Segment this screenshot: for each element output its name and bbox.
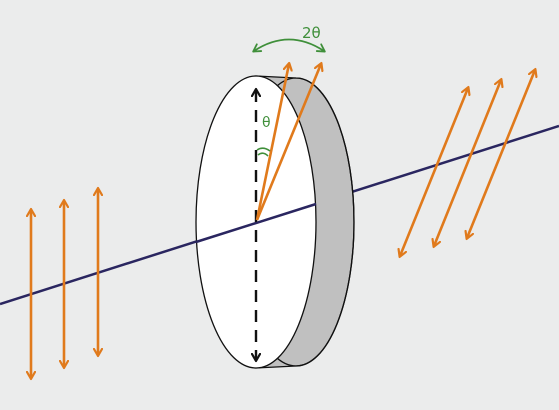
output-polarization-arrow xyxy=(467,70,535,238)
theta-vector-arrow xyxy=(255,64,289,221)
output-polarization-arrow xyxy=(400,88,468,256)
theta-angle-arc xyxy=(256,147,271,152)
rotation-indicator-arc xyxy=(252,38,326,53)
output-polarization-arrows xyxy=(400,70,535,256)
two-theta-vector-arrow xyxy=(255,64,321,221)
plate-polarization-vectors xyxy=(255,64,321,221)
input-polarization-arrows xyxy=(31,189,98,378)
two-theta-label: 2θ xyxy=(302,24,321,42)
theta-angle-arc-inner xyxy=(257,152,269,157)
theta-label: θ xyxy=(262,115,271,131)
wave-plate xyxy=(195,75,354,369)
